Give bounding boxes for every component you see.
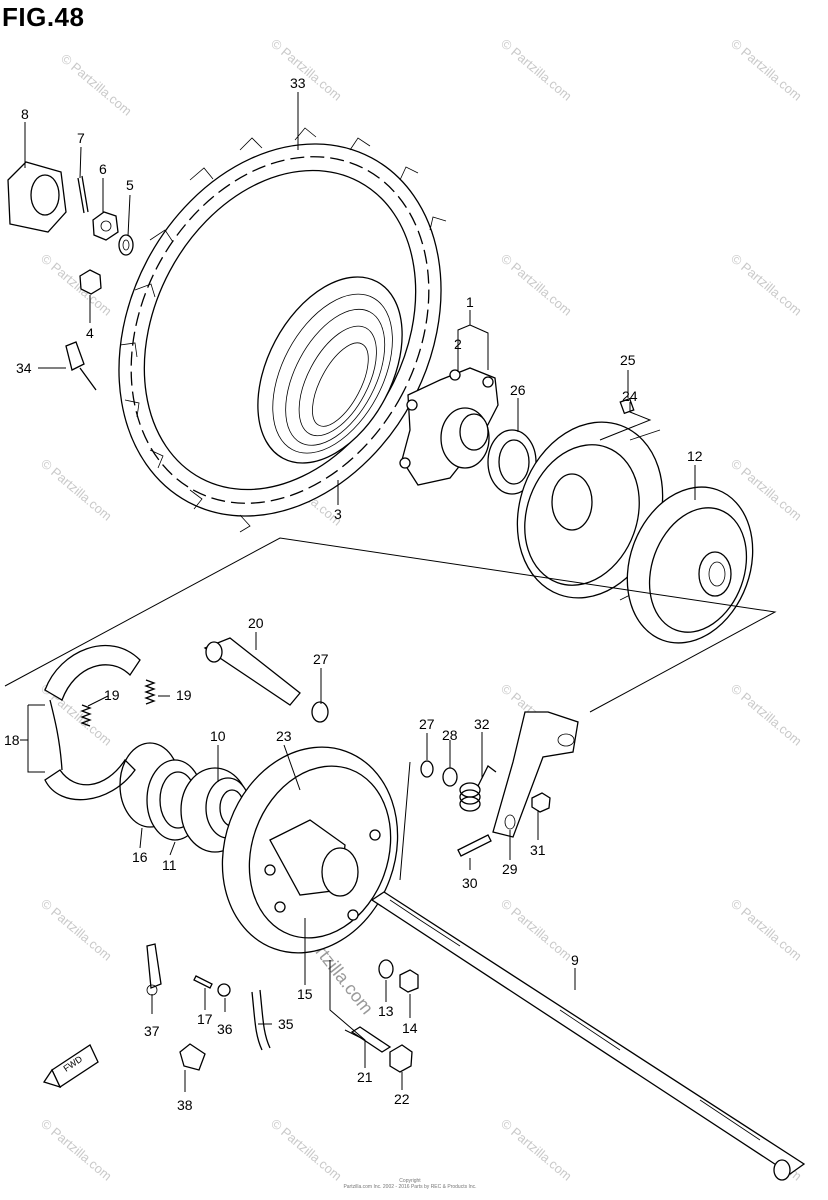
cotter-pin bbox=[77, 175, 89, 214]
arm-nut bbox=[531, 792, 551, 813]
callout-23: 23 bbox=[276, 728, 292, 744]
washer-28 bbox=[442, 767, 458, 787]
wheel-nut bbox=[79, 269, 102, 295]
pin-17 bbox=[193, 975, 213, 989]
callout-37: 37 bbox=[144, 1023, 160, 1039]
callout-labels: 1 2 3 4 5 6 7 8 9 10 11 12 13 14 15 16 1… bbox=[4, 75, 703, 1113]
callout-33: 33 bbox=[290, 75, 306, 91]
callout-31: 31 bbox=[530, 842, 546, 858]
clamp-38 bbox=[179, 1043, 206, 1071]
callout-15: 15 bbox=[297, 986, 313, 1002]
return-spring bbox=[459, 765, 497, 812]
callout-19-left: 19 bbox=[104, 687, 120, 703]
clamp-37 bbox=[146, 943, 162, 996]
callout-3: 3 bbox=[334, 506, 342, 522]
callout-22: 22 bbox=[394, 1091, 410, 1107]
callout-16: 16 bbox=[132, 849, 148, 865]
callout-21: 21 bbox=[357, 1069, 373, 1085]
callout-18: 18 bbox=[4, 732, 20, 748]
stud-bolt bbox=[350, 1026, 392, 1053]
washer-13 bbox=[378, 959, 394, 979]
callout-32: 32 bbox=[474, 716, 490, 732]
copyright-line-2: Partzilla.com Inc. 2002 - 2016 Parts by … bbox=[343, 1184, 477, 1190]
callout-36: 36 bbox=[217, 1021, 233, 1037]
watermark: © Partzilla.com bbox=[38, 896, 115, 964]
copyright-footer: Copyright Partzilla.com Inc. 2002 - 2016… bbox=[300, 1178, 520, 1190]
watermark: © Partzilla.com bbox=[498, 896, 575, 964]
axle-nut bbox=[92, 211, 119, 241]
brake-shoe-set bbox=[44, 644, 141, 801]
wheel-hub bbox=[399, 367, 499, 486]
bolt-14 bbox=[399, 969, 419, 993]
watermark: © Partzilla.com bbox=[268, 1116, 345, 1184]
callout-6: 6 bbox=[99, 161, 107, 177]
clip-36 bbox=[217, 983, 231, 997]
brake-arm bbox=[492, 711, 579, 838]
watermark: © Partzilla.com bbox=[38, 251, 115, 319]
watermark: © Partzilla.com bbox=[728, 681, 805, 749]
shoe-spring bbox=[80, 679, 156, 727]
copyright-line-1: Copyright bbox=[399, 1178, 421, 1184]
watermark: © Partzilla.com bbox=[58, 51, 135, 119]
o-ring bbox=[311, 701, 329, 723]
watermark: © Partzilla.com bbox=[498, 1116, 575, 1184]
tire bbox=[118, 127, 447, 533]
callout-9: 9 bbox=[571, 952, 579, 968]
callout-8: 8 bbox=[21, 106, 29, 122]
rear-axle bbox=[370, 891, 806, 1181]
callout-1: 1 bbox=[466, 294, 474, 310]
leader-lines bbox=[20, 92, 696, 1092]
callout-30: 30 bbox=[462, 875, 478, 891]
callout-19-right: 19 bbox=[176, 687, 192, 703]
watermark: © Partzilla.com bbox=[728, 36, 805, 104]
callout-34: 34 bbox=[16, 360, 32, 376]
brake-panel bbox=[221, 746, 399, 954]
watermark: © Partzilla.com bbox=[268, 36, 345, 104]
o-ring-27 bbox=[420, 760, 434, 778]
callout-2: 2 bbox=[454, 336, 462, 352]
watermark: © Partzilla.com bbox=[728, 896, 805, 964]
callout-27-lower: 27 bbox=[419, 716, 435, 732]
figure-title: FIG.48 bbox=[2, 2, 85, 32]
brake-drum-cover bbox=[516, 421, 664, 601]
washer bbox=[118, 234, 134, 256]
callout-20: 20 bbox=[248, 615, 264, 631]
callout-24: 24 bbox=[622, 388, 638, 404]
callout-27-upper: 27 bbox=[313, 651, 329, 667]
watermark: © Partzilla.com bbox=[498, 36, 575, 104]
callout-11: 11 bbox=[162, 857, 177, 873]
fwd-arrow: FWD bbox=[42, 1044, 99, 1089]
watermark: © Partzilla.com bbox=[38, 456, 115, 524]
callout-5: 5 bbox=[126, 177, 134, 193]
callout-10: 10 bbox=[210, 728, 226, 744]
callout-12: 12 bbox=[687, 448, 703, 464]
watermark: © Partzilla.com bbox=[38, 1116, 115, 1184]
valve-stem bbox=[65, 341, 97, 391]
callout-4: 4 bbox=[86, 325, 94, 341]
wheel-cap bbox=[7, 161, 67, 233]
callout-35: 35 bbox=[278, 1016, 294, 1032]
watermark: © Partzilla.com bbox=[498, 251, 575, 319]
oil-seal bbox=[487, 429, 537, 495]
callout-29: 29 bbox=[502, 861, 518, 877]
callout-26: 26 bbox=[510, 382, 526, 398]
arm-bolt bbox=[457, 834, 492, 857]
callout-38: 38 bbox=[177, 1097, 193, 1113]
callout-17: 17 bbox=[197, 1011, 213, 1027]
breather-hose bbox=[251, 989, 271, 1051]
callout-13: 13 bbox=[378, 1003, 394, 1019]
watermark: © Partzilla.com bbox=[728, 251, 805, 319]
brake-cam-shaft bbox=[203, 637, 301, 706]
flange-nut bbox=[389, 1044, 413, 1073]
callout-28: 28 bbox=[442, 727, 458, 743]
callout-14: 14 bbox=[402, 1020, 418, 1036]
callout-25: 25 bbox=[620, 352, 636, 368]
callout-7: 7 bbox=[77, 130, 85, 146]
